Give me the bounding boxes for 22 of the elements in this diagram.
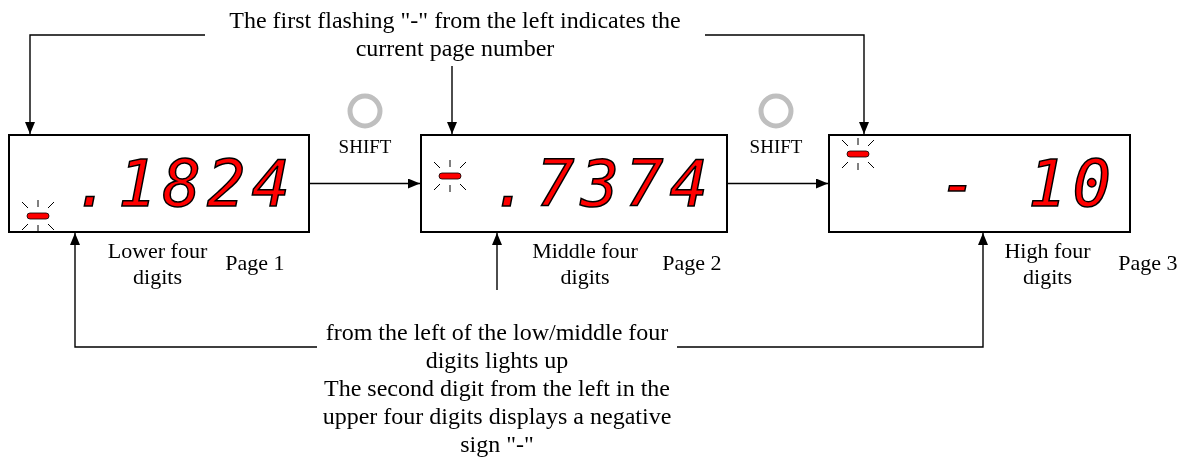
arrow bbox=[704, 34, 869, 135]
edge-label: SHIFT bbox=[338, 137, 392, 156]
segment-digits: .1824 bbox=[73, 151, 296, 216]
display-panel bbox=[420, 134, 728, 233]
page-label: Page 2 bbox=[661, 250, 723, 276]
page-label: Page 3 bbox=[1117, 250, 1179, 276]
digit-group-caption: Middle four digits bbox=[531, 238, 639, 290]
arrow bbox=[25, 34, 206, 135]
digit-group-caption: Lower four digits bbox=[106, 238, 209, 290]
display-panel bbox=[8, 134, 310, 233]
arrow bbox=[492, 232, 502, 291]
arrow bbox=[727, 178, 829, 189]
arrow bbox=[309, 178, 421, 189]
page-label: Page 1 bbox=[224, 250, 286, 276]
arrow bbox=[70, 232, 318, 348]
arrow bbox=[447, 65, 457, 135]
digit-group-caption: High four digits bbox=[1003, 238, 1092, 290]
segment-digits: - 10 bbox=[938, 151, 1117, 216]
edge-label: SHIFT bbox=[749, 137, 803, 156]
arrow bbox=[676, 232, 988, 348]
segment-digits: .7374 bbox=[491, 151, 714, 216]
display-panel bbox=[828, 134, 1131, 233]
